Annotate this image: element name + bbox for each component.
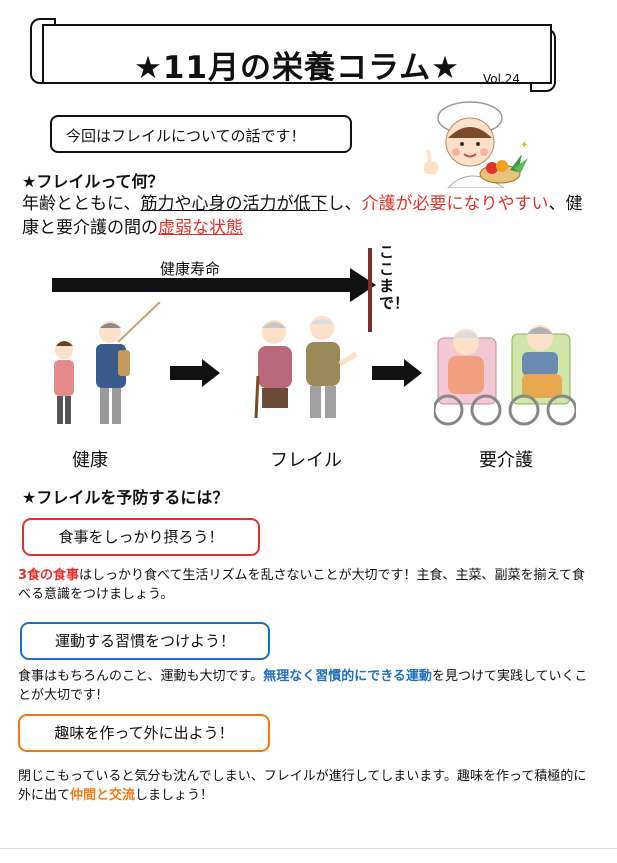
stage-arrow-2: [372, 366, 406, 380]
tip-hobby-highlight: 仲間と交流: [70, 788, 136, 803]
stage-arrowhead-1: [202, 359, 220, 387]
frail-couple-icon: [254, 316, 358, 419]
title-box: ★11月の栄養コラム★ Vol.24: [42, 24, 552, 86]
stage-arrow-1: [170, 366, 204, 380]
lead-text-3: 、健康と要介護の間の: [22, 194, 583, 238]
healthy-life-arrowhead: [350, 268, 376, 302]
tip-exercise-label: 運動する習慣をつけよう！: [20, 622, 270, 660]
limit-marker-label: ここまで！: [379, 243, 410, 312]
tip-exercise-body-2: を見つけて実践していくことが大切です!: [18, 669, 588, 703]
svg-text:✦: ✦: [520, 140, 528, 151]
tip-exercise-body-1: 食事はもちろんのこと、運動も大切です。: [18, 669, 264, 684]
section-heading-prevention: ★フレイルを予防するには？: [22, 488, 229, 507]
tip-hobby-text: 閉じこもっていると気分も沈んでしまい、フレイルが進行してしまいます。趣味を作って…: [18, 767, 588, 805]
lead-highlight-frail-state: 虚弱な状態: [158, 218, 243, 238]
lead-text-1: 年齢とともに、: [22, 194, 141, 214]
tip-eating-highlight: 3食の食事: [18, 568, 80, 583]
volume-number: Vol.24: [482, 72, 520, 86]
lead-underlined-decline: 筋力や心身の活力が低下: [140, 194, 328, 214]
limit-marker-bar: [368, 248, 372, 332]
page-bottom-divider: [0, 848, 617, 849]
stage-arrowhead-2: [404, 359, 422, 387]
frailty-definition: 年齢とともに、筋力や心身の活力が低下し、介護が必要になりやすい、健康と要介護の間…: [22, 192, 592, 240]
healthy-life-arrow: [52, 278, 352, 292]
lead-highlight-care-needed: 介護が必要になりやすい: [361, 194, 549, 214]
lead-text-2: し、: [327, 194, 362, 214]
title-banner: ★11月の栄養コラム★ Vol.24: [28, 18, 556, 92]
section-heading-what-is-frailty: ★フレイルって何？: [22, 172, 164, 191]
tip-exercise-text: 食事はもちろんのこと、運動も大切です。無理なく習慣的にできる運動を見つけて実践し…: [18, 667, 588, 705]
stage-label-care: 要介護: [479, 450, 533, 471]
tip-hobby-body-2: しましょう！: [135, 788, 214, 803]
tip-hobby-body-1: 閉じこもっていると気分も沈んでしまい、フレイルが進行してしまいます。趣味を作って…: [18, 769, 587, 803]
tip-exercise-highlight: 無理なく習慣的にできる運動: [263, 669, 432, 684]
stage-label-healthy: 健康: [72, 450, 108, 471]
page-title: ★11月の栄養コラム★: [134, 50, 460, 86]
healthy-couple-icon: [54, 302, 161, 424]
tip-eating-label: 食事をしっかり摂ろう！: [22, 518, 260, 556]
tip-eating-body: はしっかり食べて生活リズムを乱さないことが大切です！主食、主菜、副菜を揃えて食べ…: [18, 568, 585, 602]
arrow-label-healthy-life: 健康寿命: [160, 260, 221, 278]
chef-woman-icon: ✦: [424, 101, 528, 188]
tip-eating-text: 3食の食事はしっかり食べて生活リズムを乱さないことが大切です！主食、主菜、副菜を…: [18, 566, 588, 604]
stage-label-frailty: フレイル: [270, 450, 342, 471]
wheelchair-couple-icon: [434, 325, 576, 426]
tip-hobby-label: 趣味を作って外に出よう！: [18, 714, 270, 752]
intro-box: 今回はフレイルについての話です！: [50, 115, 352, 153]
